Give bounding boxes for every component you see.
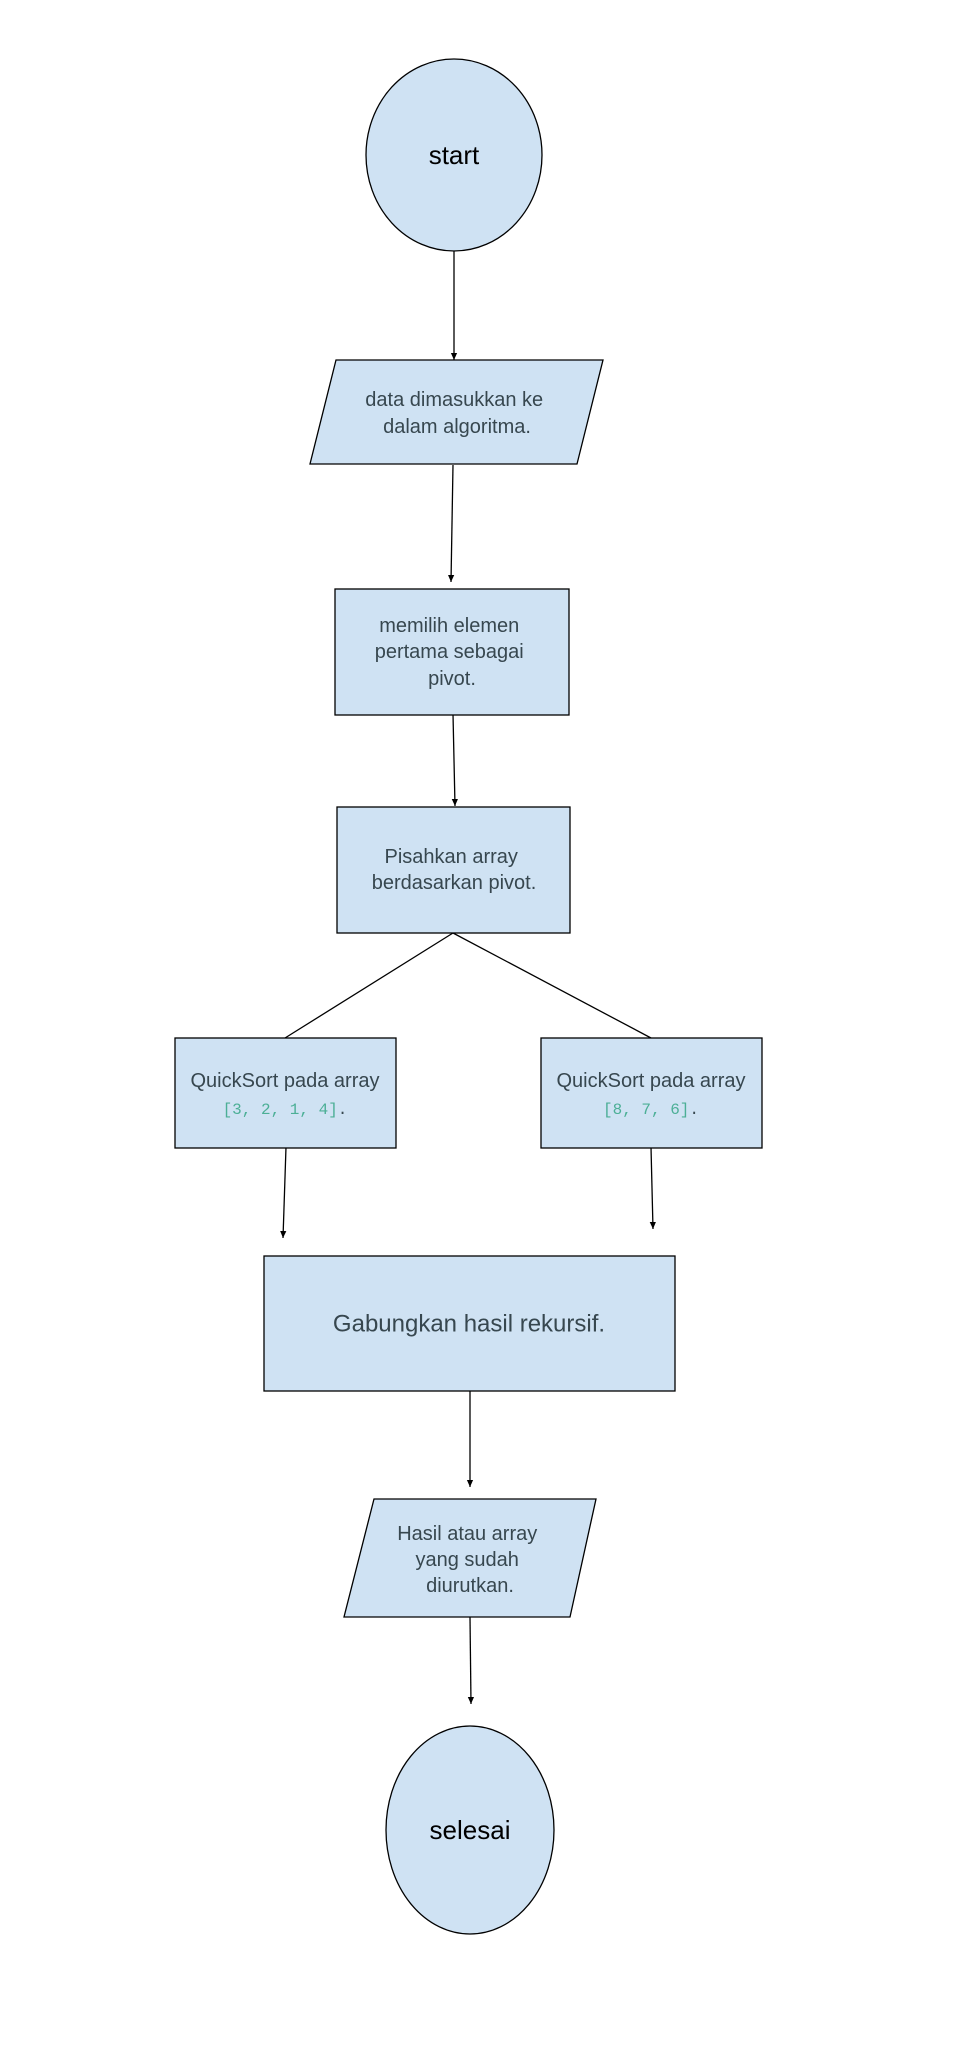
quicksort-right-period: . <box>689 1101 699 1119</box>
input-node: data dimasukkan ke dalam algoritma. <box>309 359 604 465</box>
partition-box <box>336 806 571 934</box>
output-line-3: diurutkan. <box>426 1575 514 1597</box>
connector-output-to-end <box>467 1616 475 1705</box>
connector-partition-to-right-branch <box>452 932 652 1039</box>
partition-line-1: Pisahkan array <box>385 846 518 868</box>
quicksort-left-node: QuickSort pada array [3, 2, 1, 4]. <box>174 1037 397 1149</box>
quicksort-left-box <box>174 1037 397 1149</box>
start-node: start <box>365 58 543 252</box>
end-label: selesai <box>430 1815 511 1845</box>
merge-label: Gabungkan hasil rekursif. <box>333 1311 605 1338</box>
quicksort-right-array: [8, 7, 6] <box>603 1101 689 1119</box>
end-node: selesai <box>385 1725 555 1935</box>
start-label: start <box>429 140 480 170</box>
connector-choose-pivot-to-partition <box>451 713 458 807</box>
start-ellipse <box>365 58 543 252</box>
quicksort-left-period: . <box>338 1101 348 1119</box>
merge-node: Gabungkan hasil rekursif. <box>263 1255 676 1392</box>
end-ellipse <box>385 1725 555 1935</box>
partition-text: Pisahkan array berdasarkan pivot. <box>372 846 537 894</box>
choose-pivot-box <box>334 588 570 716</box>
input-text: data dimasukkan ke dalam algoritma. <box>365 389 548 438</box>
quicksort-left-label: QuickSort pada array <box>191 1070 380 1092</box>
output-line-2: yang sudah <box>416 1549 519 1571</box>
quicksort-right-node: QuickSort pada array [8, 7, 6]. <box>540 1037 763 1149</box>
connector-right-to-merge <box>649 1146 656 1230</box>
partition-node: Pisahkan array berdasarkan pivot. <box>336 806 571 934</box>
choose-pivot-line-1: memilih elemen <box>379 615 519 637</box>
partition-line-2: berdasarkan pivot. <box>372 872 537 894</box>
merge-box <box>263 1255 676 1392</box>
connector-input-to-choose-pivot <box>448 464 455 583</box>
connector-partition-to-left-branch <box>284 932 454 1039</box>
choose-pivot-line-2: pertama sebagai <box>375 641 524 663</box>
choose-pivot-line-3: pivot. <box>428 668 476 690</box>
quicksort-right-label: QuickSort pada array <box>557 1070 746 1092</box>
output-parallelogram <box>343 1498 597 1618</box>
quicksort-right-box <box>540 1037 763 1149</box>
choose-pivot-text: memilih elemen pertama sebagai pivot. <box>375 615 530 690</box>
choose-pivot-node: memilih elemen pertama sebagai pivot. <box>334 588 570 716</box>
input-line-2: dalam algoritma. <box>383 416 531 438</box>
connector-left-to-merge <box>280 1146 287 1239</box>
quicksort-right-code: [8, 7, 6]. <box>603 1101 699 1119</box>
output-node: Hasil atau array yang sudah diurutkan. <box>343 1498 597 1618</box>
quicksort-left-code: [3, 2, 1, 4]. <box>223 1101 348 1119</box>
input-parallelogram <box>309 359 604 465</box>
output-text: Hasil atau array yang sudah diurutkan. <box>397 1523 543 1597</box>
quicksort-left-array: [3, 2, 1, 4] <box>223 1101 338 1119</box>
connectors <box>280 250 656 1705</box>
output-line-1: Hasil atau array <box>397 1523 537 1545</box>
input-line-1: data dimasukkan ke <box>365 389 543 411</box>
